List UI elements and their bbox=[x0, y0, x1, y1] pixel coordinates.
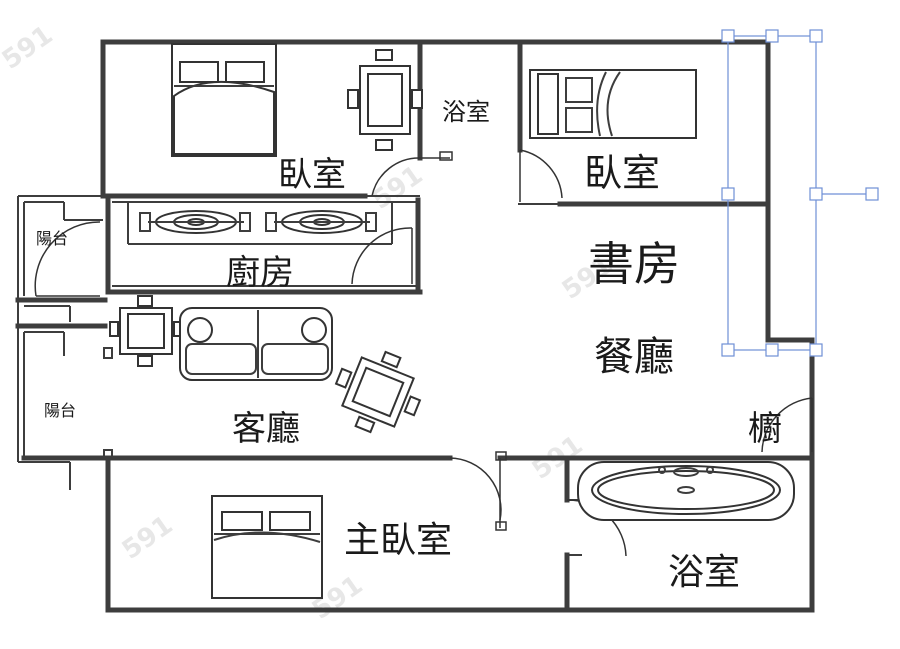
door-kitchen bbox=[351, 227, 413, 285]
room-label-balcony-a: 陽台 bbox=[36, 229, 68, 248]
bed-icon bbox=[211, 495, 323, 599]
watermark: 591 bbox=[117, 510, 179, 566]
selection-box[interactable] bbox=[721, 29, 879, 357]
room-label-bathroom-a: 浴室 bbox=[442, 98, 490, 126]
resize-handle[interactable] bbox=[809, 343, 823, 357]
resize-handle[interactable] bbox=[765, 343, 779, 357]
door-bedroom-b bbox=[519, 149, 563, 199]
door-master bbox=[449, 457, 502, 521]
room-label-balcony-b: 陽台 bbox=[44, 401, 76, 420]
tea-table-icon bbox=[334, 350, 422, 434]
room-label-dining: 餐廳 bbox=[594, 334, 674, 380]
bed-icon bbox=[171, 43, 277, 157]
resize-handle[interactable] bbox=[809, 187, 823, 201]
dining-table-icon bbox=[347, 49, 423, 151]
stove-icon bbox=[139, 210, 377, 234]
room-label-living: 客廳 bbox=[232, 409, 300, 449]
bed-icon bbox=[529, 69, 697, 139]
resize-handle[interactable] bbox=[721, 29, 735, 43]
room-label-master: 主臥室 bbox=[344, 520, 452, 561]
room-labels: 臥室 浴室 臥室 陽台 廚房 書房 餐廳 陽台 客廳 櫥 主臥室 浴室 bbox=[36, 98, 782, 593]
sofa-icon bbox=[179, 307, 333, 381]
resize-handle[interactable] bbox=[765, 29, 779, 43]
door-bedroom-a bbox=[371, 157, 421, 197]
room-label-study: 書房 bbox=[588, 237, 680, 291]
room-label-bedroom-a: 臥室 bbox=[278, 155, 346, 195]
door-balcony-a bbox=[34, 221, 101, 297]
furniture bbox=[109, 43, 795, 599]
resize-handle[interactable] bbox=[809, 29, 823, 43]
room-label-cabinet: 櫥 bbox=[748, 409, 782, 449]
room-label-bedroom-b: 臥室 bbox=[584, 151, 660, 195]
walls bbox=[15, 39, 815, 613]
bathtub-icon bbox=[577, 461, 795, 521]
resize-handle[interactable] bbox=[721, 343, 735, 357]
watermark: 591 bbox=[0, 20, 58, 76]
room-label-bathroom-b: 浴室 bbox=[668, 552, 740, 593]
door-cabinet bbox=[761, 397, 813, 453]
side-table-icon bbox=[109, 295, 183, 367]
rotate-handle[interactable] bbox=[865, 187, 879, 201]
resize-handle[interactable] bbox=[721, 187, 735, 201]
room-label-kitchen: 廚房 bbox=[226, 253, 294, 293]
